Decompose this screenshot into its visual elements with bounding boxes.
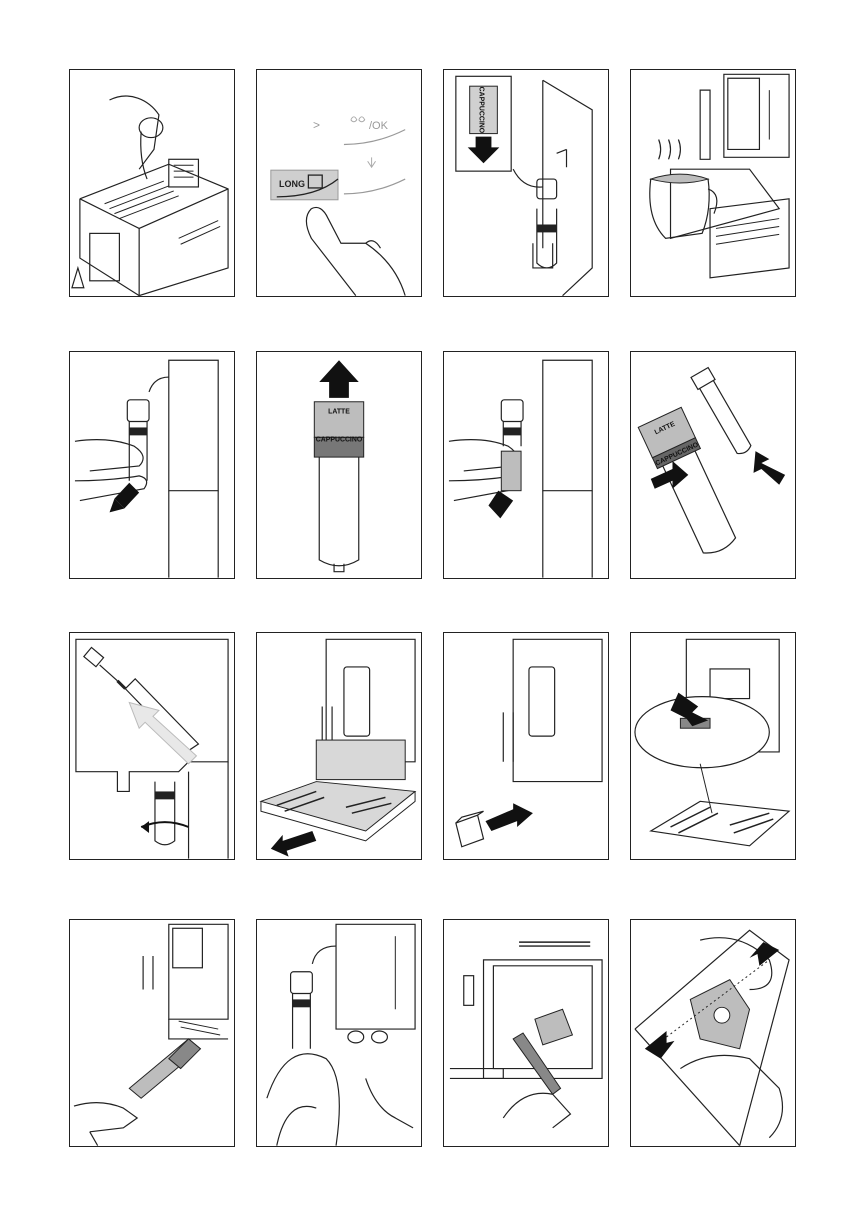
milk-pour-illustration xyxy=(70,70,234,296)
panel-1-fill-milk-container xyxy=(69,69,235,297)
panel-6-spout-pull-up: LATTE CAPPUCCINO xyxy=(256,351,422,579)
panel-12-grounds-container-detail xyxy=(630,632,796,860)
long-button-label: LONG xyxy=(279,179,305,189)
panel-15-clean-drip-tray xyxy=(443,919,609,1147)
spout-detach-illustration xyxy=(444,352,608,578)
panel-10-remove-drip-tray xyxy=(256,632,422,860)
panel-16-clean-infuser-plate xyxy=(630,919,796,1147)
panel-4-cappuccino-dispensing xyxy=(630,69,796,297)
spout-clean-illustration xyxy=(70,633,234,859)
spout-parts-illustration xyxy=(631,352,795,578)
drip-tray-removal-illustration xyxy=(257,633,421,859)
milk-jug-detail-illustration xyxy=(444,70,608,296)
spout-removal-illustration xyxy=(70,352,234,578)
panel-11-remove-coffee-grounds-container xyxy=(443,632,609,860)
ok-label: /OK xyxy=(369,120,388,132)
brush-cleaning-illustration xyxy=(70,920,234,1146)
cup-under-spout-illustration xyxy=(631,70,795,296)
cloth-wiping-illustration xyxy=(257,920,421,1146)
drip-tray-detail-illustration xyxy=(631,633,795,859)
panel-7-detach-spout xyxy=(443,351,609,579)
panel-3-cappuccino-setting: CAPPUCCINO xyxy=(443,69,609,297)
plate-cleaning-illustration xyxy=(631,920,795,1146)
arrow-label: > xyxy=(313,118,320,132)
panel-13-clean-spout-area-brush xyxy=(69,919,235,1147)
panel-2-control-panel-long-button: > /OK LONG xyxy=(256,69,422,297)
spout-up-illustration xyxy=(257,352,421,578)
scraper-cleaning-illustration xyxy=(444,920,608,1146)
grounds-container-illustration xyxy=(444,633,608,859)
panel-14-wipe-spout-cloth xyxy=(256,919,422,1147)
panel-9-clean-spout-channel xyxy=(69,632,235,860)
panel-5-remove-milk-spout xyxy=(69,351,235,579)
panel-8-disassemble-spout: LATTE CAPPUCCINO xyxy=(630,351,796,579)
